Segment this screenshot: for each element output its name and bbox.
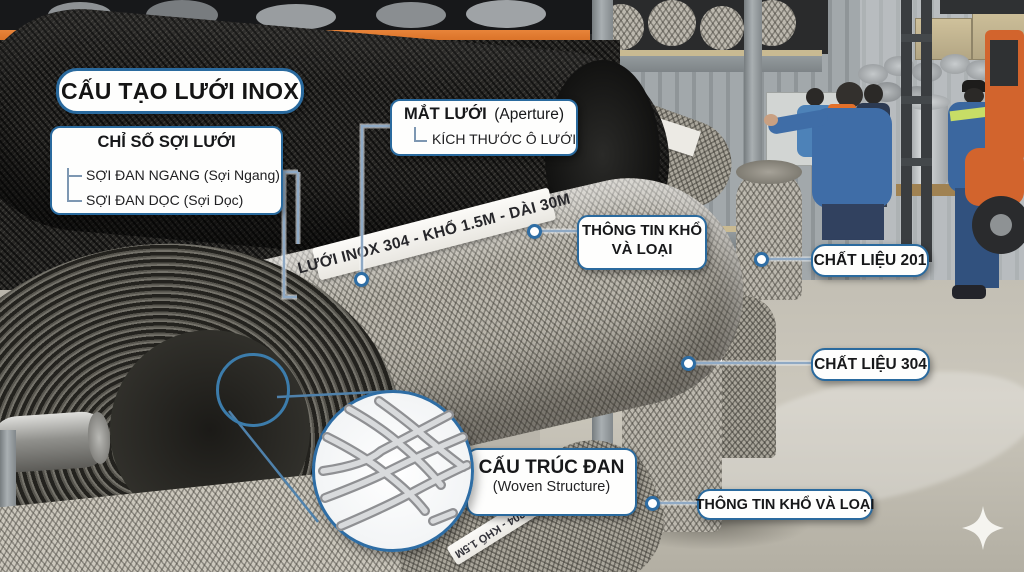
magnifier-inset-circle bbox=[312, 390, 474, 552]
worker-hand bbox=[764, 114, 778, 126]
magnifier-source-circle bbox=[216, 353, 290, 427]
aperture-title-en: (Aperture) bbox=[494, 106, 564, 123]
tree-line bbox=[67, 168, 69, 202]
forklift-guard bbox=[940, 0, 1024, 14]
tree-line bbox=[414, 140, 427, 142]
upper-shelf-cylinder bbox=[376, 2, 446, 28]
connector-dot bbox=[353, 271, 369, 287]
woven-wire-illustration bbox=[318, 396, 472, 531]
tree-line bbox=[67, 200, 82, 202]
worker-head bbox=[806, 88, 824, 106]
tree-line bbox=[414, 127, 416, 142]
upper-shelf-cylinder bbox=[466, 0, 546, 28]
mesh-index-item: SỢI ĐAN NGANG (Sợi Ngang) bbox=[86, 167, 280, 183]
material-201-label: CHẤT LIỆU 201 bbox=[813, 251, 927, 269]
worker-shoe bbox=[952, 285, 986, 299]
size-type-bottom-box: THÔNG TIN KHỔ VÀ LOẠI bbox=[695, 489, 875, 520]
weave-box: CẤU TRÚC ĐAN (Woven Structure) bbox=[466, 448, 637, 516]
forklift-crossbar bbox=[901, 96, 932, 104]
sparkle-icon bbox=[962, 506, 1004, 550]
forklift bbox=[896, 0, 1024, 262]
shelf-roll-end bbox=[648, 0, 696, 46]
cylinder-end bbox=[940, 54, 970, 74]
standing-roll-201 bbox=[736, 168, 802, 300]
title-pill: CẤU TẠO LƯỚI INOX bbox=[56, 68, 304, 114]
forklift-window bbox=[990, 40, 1018, 86]
aperture-sub: KÍCH THƯỚC Ô LƯỚI bbox=[432, 131, 577, 147]
standing-roll-top bbox=[736, 160, 802, 184]
connector-dot bbox=[526, 223, 542, 239]
mesh-index-title: CHỈ SỐ SỢI LƯỚI bbox=[97, 133, 236, 151]
size-type-top-box: THÔNG TIN KHỔ VÀ LOẠI bbox=[577, 215, 707, 270]
cylinder-end bbox=[858, 64, 888, 84]
worker-legs bbox=[822, 204, 884, 240]
connector-dot bbox=[680, 355, 696, 371]
worker-torso bbox=[812, 108, 892, 208]
material-201-box: CHẤT LIỆU 201 bbox=[811, 244, 929, 277]
worker-head bbox=[836, 82, 863, 108]
forklift-mast bbox=[921, 0, 932, 262]
material-304-label: CHẤT LIỆU 304 bbox=[814, 355, 927, 373]
worker-head bbox=[864, 84, 883, 104]
size-type-top-line1: THÔNG TIN KHỔ bbox=[582, 222, 702, 239]
connector-dot bbox=[644, 495, 660, 511]
aperture-box: MẮT LƯỚI (Aperture) KÍCH THƯỚC Ô LƯỚI bbox=[390, 99, 578, 156]
weave-sub: (Woven Structure) bbox=[492, 479, 611, 495]
material-304-box: CHẤT LIỆU 304 bbox=[811, 348, 930, 381]
worker-orange-collar bbox=[764, 80, 903, 240]
mesh-index-box: CHỈ SỐ SỢI LƯỚI SỢI ĐAN NGANG (Sợi Ngang… bbox=[50, 126, 283, 215]
page-title: CẤU TẠO LƯỚI INOX bbox=[60, 77, 300, 104]
connector-dot bbox=[753, 251, 769, 267]
mesh-index-item: SỢI ĐAN DỌC (Sợi Dọc) bbox=[86, 192, 244, 208]
shelf-roll-end bbox=[700, 6, 744, 50]
worker-head bbox=[964, 88, 984, 104]
forklift-crossbar bbox=[901, 34, 932, 42]
forklift-crossbar bbox=[901, 158, 932, 166]
tree-line bbox=[67, 175, 82, 177]
aperture-title: MẮT LƯỚI bbox=[404, 105, 487, 123]
size-type-bottom-label: THÔNG TIN KHỔ VÀ LOẠI bbox=[695, 496, 875, 513]
forklift-hub bbox=[990, 214, 1012, 236]
size-type-top-line2: VÀ LOẠI bbox=[611, 241, 673, 258]
weave-title: CẤU TRÚC ĐAN bbox=[478, 457, 625, 478]
forklift-mast bbox=[901, 0, 912, 262]
